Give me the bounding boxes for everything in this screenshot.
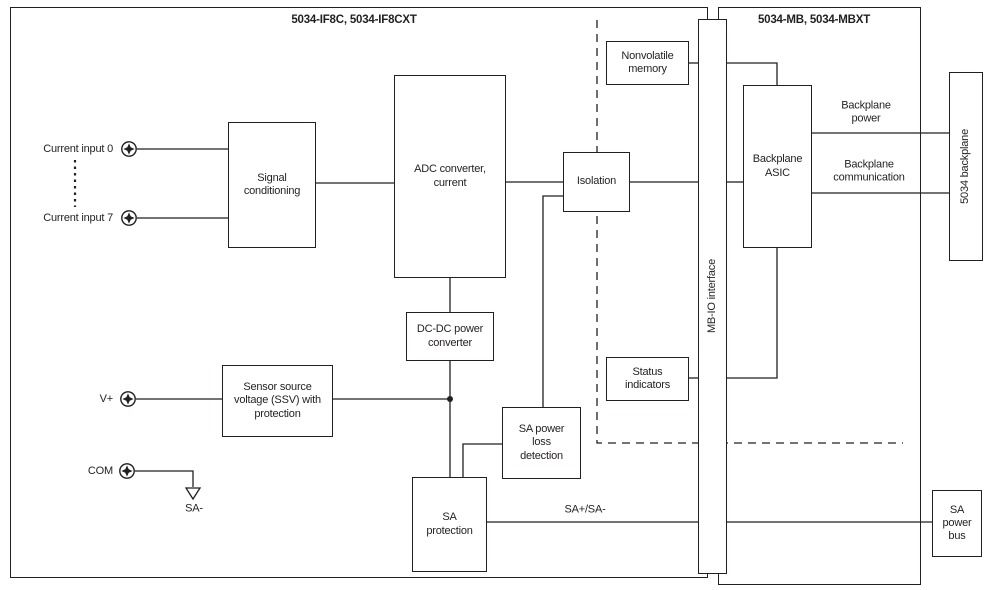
left-module-title: 5034-IF8C, 5034-IF8CXT (291, 14, 417, 26)
wire-saprot-sapld (462, 443, 502, 477)
wire-com-ground (135, 470, 194, 487)
block-sa-power-bus: SA power bus (932, 490, 982, 557)
label-current-input-0: Current input 0 (43, 143, 113, 155)
block-ssv-label: Sensor source voltage (SSV) with protect… (234, 381, 321, 420)
label-sa-minus: SA- (185, 502, 203, 515)
label-backplane-communication: Backplane communication (833, 158, 905, 183)
ground-symbol-icon (184, 487, 202, 501)
junction-dot (447, 396, 453, 402)
block-mbio-interface: MB-IO interface (698, 19, 727, 574)
wire-mbio-asic-top (727, 62, 778, 85)
label-v-plus: V+ (99, 393, 114, 405)
block-ssv: Sensor source voltage (SSV) with protect… (222, 365, 333, 437)
block-adc-converter: ADC converter, current (394, 75, 506, 278)
block-isolation: Isolation (563, 152, 630, 212)
label-current-input-7: Current input 7 (43, 212, 113, 224)
label-com: COM (87, 465, 113, 477)
block-5034-backplane: 5034 backplane (949, 72, 983, 261)
block-nonvolatile-memory-label: Nonvolatile memory (621, 49, 674, 75)
block-sa-protection-label: SA protection (426, 511, 473, 537)
block-isolation-label: Isolation (576, 175, 617, 188)
block-backplane-asic-label: Backplane ASIC (752, 153, 803, 179)
block-5034-backplane-label: 5034 backplane (959, 129, 972, 204)
block-status-indicators: Status indicators (606, 357, 689, 401)
block-sa-power-bus-label: SA power bus (942, 503, 972, 543)
block-status-indicators-label: Status indicators (624, 365, 671, 391)
label-backplane-power: Backplane power (841, 99, 891, 124)
wire-asic-mbio-bottom (727, 248, 778, 379)
block-nonvolatile-memory: Nonvolatile memory (606, 41, 689, 85)
block-adc-converter-label: ADC converter, current (414, 163, 486, 189)
block-dcdc-converter: DC-DC power converter (406, 312, 494, 361)
block-sa-power-loss-label: SA power loss detection (518, 423, 565, 462)
wire-isolation-sapld (542, 195, 563, 407)
block-mbio-interface-label: MB-IO interface (705, 259, 718, 334)
block-signal-conditioning: Signal conditioning (228, 122, 316, 248)
label-sa-bus: SA+/SA- (564, 503, 606, 516)
block-backplane-asic: Backplane ASIC (743, 85, 812, 248)
block-sa-power-loss: SA power loss detection (502, 407, 581, 479)
block-sa-protection: SA protection (412, 477, 487, 572)
right-module-title: 5034-MB, 5034-MBXT (757, 14, 871, 26)
block-signal-conditioning-label: Signal conditioning (243, 171, 301, 197)
left-module-outline (10, 7, 708, 578)
block-dcdc-converter-label: DC-DC power converter (416, 323, 484, 349)
